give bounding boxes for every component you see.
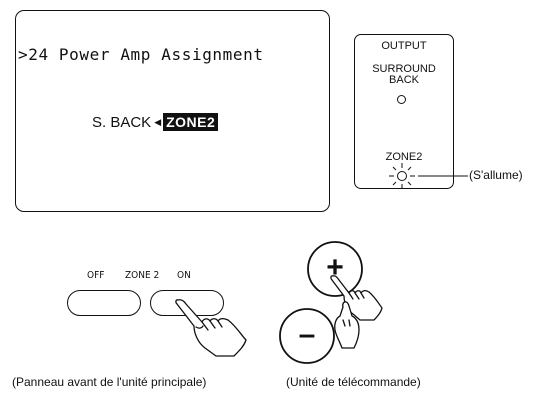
minus-button-circle xyxy=(279,308,335,364)
volume-plus-button[interactable]: + xyxy=(326,251,344,284)
zone2-lit-lamp-icon xyxy=(389,163,468,189)
menu-title-line: >24 Power Amp Assignment xyxy=(18,45,264,64)
output-title: OUTPUT xyxy=(381,40,427,52)
off-label: OFF xyxy=(87,270,105,281)
volume-minus-button[interactable]: – xyxy=(298,318,316,351)
pointing-hand-plus-icon xyxy=(330,275,383,321)
remote-buttons-graphic xyxy=(279,241,363,364)
on-label: ON xyxy=(177,270,191,281)
zone2-label: ZONE 2 xyxy=(125,270,160,281)
surround-back-indicator-icon xyxy=(397,95,406,104)
display-screen xyxy=(15,10,330,212)
setting-line: S. BACK ◀ ZONE2 xyxy=(92,110,219,134)
front-panel-caption: (Panneau avant de l'unité principale) xyxy=(12,375,207,389)
setting-label: S. BACK xyxy=(92,113,152,131)
selected-value: ZONE2 xyxy=(163,113,219,131)
plus-button-circle xyxy=(307,241,363,297)
remote-caption: (Unité de télécommande) xyxy=(286,375,421,389)
zone2-indicator-label: ZONE2 xyxy=(385,151,423,163)
lit-callout-label: (S'allume) xyxy=(469,168,523,182)
pointing-hand-icon xyxy=(175,299,247,357)
left-arrow-icon: ◀ xyxy=(154,116,162,127)
zone2-off-button[interactable] xyxy=(67,290,141,316)
output-indicator-panel xyxy=(354,34,454,189)
pointing-hand-minus-icon xyxy=(334,301,360,349)
surround-back-label-line1: SURROUND xyxy=(372,63,436,75)
surround-back-label-line2: BACK xyxy=(389,74,419,86)
